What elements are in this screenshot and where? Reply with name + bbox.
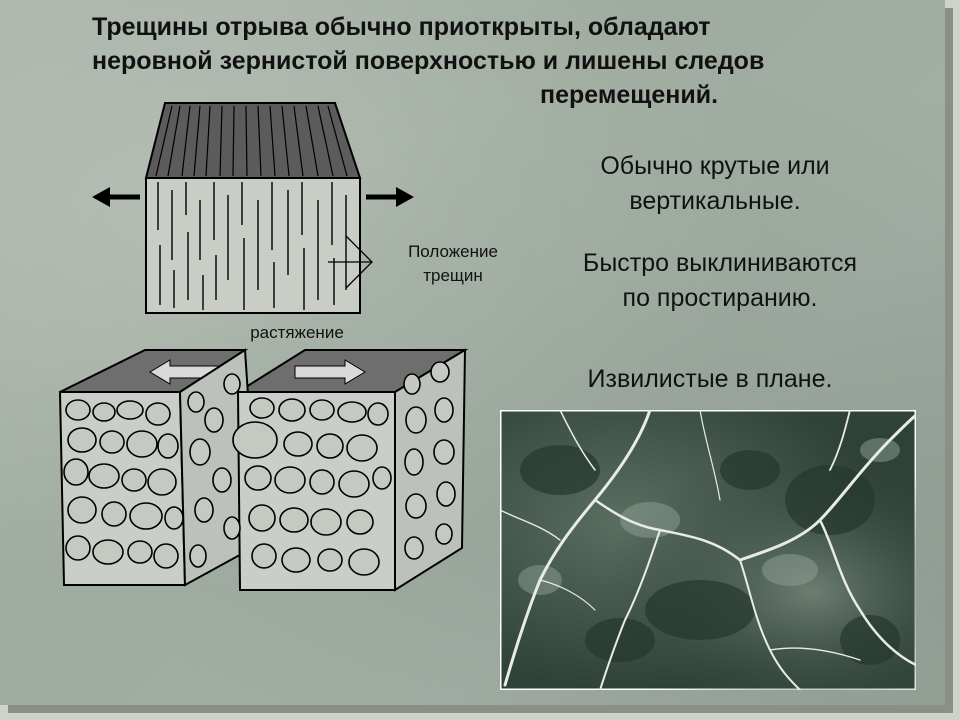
slide-title: Трещины отрыва обычно приоткрыты, облада… bbox=[92, 10, 892, 112]
bullet-sinuous-line-1: Извилистые в плане. bbox=[587, 365, 833, 393]
marble-veins bbox=[500, 410, 916, 690]
left-arrow-icon bbox=[92, 187, 140, 207]
position-label-line-2: трещин bbox=[423, 266, 483, 285]
bullet-steep-line-1: Обычно крутые или bbox=[600, 152, 830, 180]
crack-diagram bbox=[58, 102, 469, 592]
bullet-sinuous: Извилистые в плане. bbox=[530, 362, 890, 397]
title-line-2: неровной зернистой поверхностью и лишены… bbox=[92, 47, 765, 75]
title-line-1: Трещины отрыва обычно приоткрыты, облада… bbox=[92, 13, 711, 41]
bullet-steep: Обычно крутые или вертикальные. bbox=[545, 149, 885, 219]
block-front bbox=[145, 177, 361, 314]
slide: Трещины отрыва обычно приоткрыты, облада… bbox=[0, 0, 945, 705]
title-line-3: перемещений. bbox=[540, 81, 719, 109]
cap-hatching bbox=[155, 105, 348, 177]
marble-photo bbox=[500, 410, 916, 690]
top-right-arrow-icon bbox=[294, 359, 366, 385]
tension-label: растяжение bbox=[250, 323, 344, 342]
bullet-wedge-line-1: Быстро выклиниваются bbox=[582, 249, 858, 277]
bullet-wedge-line-2: по простиранию. bbox=[622, 284, 818, 312]
bullet-steep-line-2: вертикальные. bbox=[629, 187, 801, 215]
right-arrow-icon bbox=[366, 187, 414, 207]
position-label-line-1: Положение bbox=[408, 242, 498, 261]
position-label: Положение трещин bbox=[383, 240, 523, 288]
label-leaders bbox=[328, 235, 373, 289]
cobble-blocks bbox=[58, 348, 469, 592]
vertical-cracks bbox=[157, 182, 347, 310]
bullet-wedge-out: Быстро выклиниваются по простиранию. bbox=[525, 246, 915, 316]
